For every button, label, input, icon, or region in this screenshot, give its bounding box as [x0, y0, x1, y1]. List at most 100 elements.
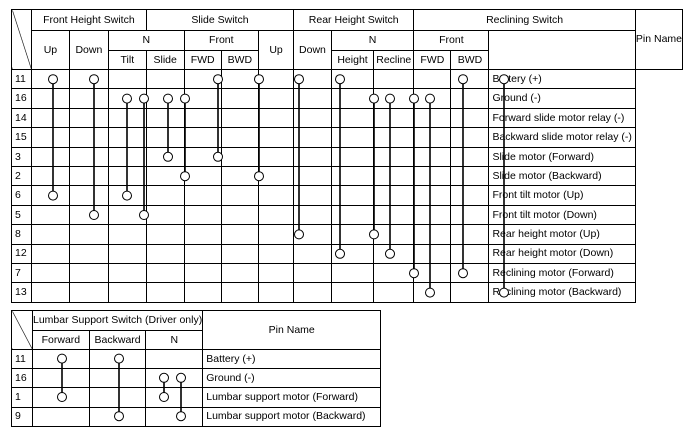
continuity-cell [330, 107, 375, 129]
recline-bwd-header: BWD [450, 50, 490, 70]
continuity-cell [220, 243, 260, 264]
lumbar-continuity-cell [88, 406, 147, 427]
continuity-cell [107, 243, 147, 264]
continuity-cell [68, 282, 109, 303]
lumbar-continuity-cell [32, 348, 90, 370]
continuity-cell [220, 127, 260, 148]
pin-number: 11 [11, 68, 32, 90]
continuity-cell [330, 127, 375, 148]
front-n-header: N [107, 30, 185, 51]
continuity-cell [293, 146, 332, 167]
continuity-cell [183, 185, 222, 206]
continuity-cell [68, 146, 109, 167]
continuity-cell [107, 127, 147, 148]
continuity-cell [68, 204, 109, 226]
rear-height-switch-header: Rear Height Switch [293, 9, 415, 31]
lumbar-pin-number: 9 [11, 406, 33, 427]
lumbar-pin-name: Lumbar support motor (Forward) [202, 387, 382, 408]
continuity-cell [450, 88, 490, 109]
continuity-cell [220, 185, 260, 206]
lumbar-pin-number: 11 [11, 348, 33, 370]
continuity-cell [183, 204, 222, 226]
pin-name: Front tilt motor (Down) [488, 204, 636, 226]
recline-fwd-header: FWD [413, 50, 452, 70]
continuity-cell [450, 282, 490, 303]
continuity-cell [257, 146, 295, 167]
continuity-cell [293, 107, 332, 129]
lumbar-n-header: N [145, 330, 204, 350]
pin-number: 5 [11, 204, 32, 226]
continuity-cell [145, 88, 185, 109]
continuity-cell [257, 165, 295, 187]
continuity-cell [293, 204, 332, 226]
lumbar-continuity-cell [88, 348, 147, 370]
continuity-cell [373, 185, 415, 206]
continuity-cell [68, 165, 109, 187]
continuity-cell [257, 107, 295, 129]
seat-switch-continuity-table: Front Height Switch Slide Switch Rear He… [11, 9, 683, 303]
continuity-cell [450, 243, 490, 264]
continuity-cell [107, 146, 147, 167]
recline-front-header: Front [413, 30, 490, 51]
continuity-cell [107, 107, 147, 129]
continuity-cell [145, 185, 185, 206]
continuity-cell [293, 185, 332, 206]
lumbar-continuity-cell [145, 368, 204, 389]
continuity-cell [450, 165, 490, 187]
continuity-cell [183, 243, 222, 264]
continuity-cell [107, 262, 147, 284]
slide-front-header: Front [183, 30, 260, 51]
continuity-cell [450, 185, 490, 206]
continuity-cell [450, 224, 490, 245]
continuity-cell [330, 185, 375, 206]
continuity-cell [107, 224, 147, 245]
slide-header: Slide [145, 50, 185, 70]
continuity-cell [107, 88, 147, 109]
continuity-cell [450, 146, 490, 167]
continuity-cell [413, 127, 452, 148]
continuity-cell [220, 68, 260, 90]
continuity-cell [145, 68, 185, 90]
continuity-cell [220, 165, 260, 187]
continuity-cell [293, 224, 332, 245]
continuity-cell [220, 146, 260, 167]
continuity-cell [183, 88, 222, 109]
continuity-cell [183, 262, 222, 284]
continuity-cell [183, 146, 222, 167]
lumbar-continuity-cell [88, 368, 147, 389]
continuity-cell [220, 88, 260, 109]
continuity-cell [183, 107, 222, 129]
continuity-cell [30, 185, 70, 206]
rear-n-header: N [330, 30, 415, 51]
lumbar-continuity-cell [145, 387, 204, 408]
continuity-cell [330, 282, 375, 303]
continuity-cell [413, 88, 452, 109]
continuity-cell [107, 68, 147, 90]
continuity-cell [450, 68, 490, 90]
pin-number: 15 [11, 127, 32, 148]
continuity-cell [30, 224, 70, 245]
continuity-cell [183, 127, 222, 148]
continuity-cell [68, 88, 109, 109]
continuity-cell [183, 68, 222, 90]
rear-up-header: Up [257, 30, 295, 70]
continuity-cell [220, 107, 260, 129]
continuity-cell [68, 224, 109, 245]
pin-number: 7 [11, 262, 32, 284]
continuity-cell [293, 282, 332, 303]
continuity-cell [373, 165, 415, 187]
continuity-cell [257, 127, 295, 148]
continuity-cell [373, 282, 415, 303]
continuity-cell [183, 165, 222, 187]
continuity-cell [373, 262, 415, 284]
continuity-cell [330, 68, 375, 90]
